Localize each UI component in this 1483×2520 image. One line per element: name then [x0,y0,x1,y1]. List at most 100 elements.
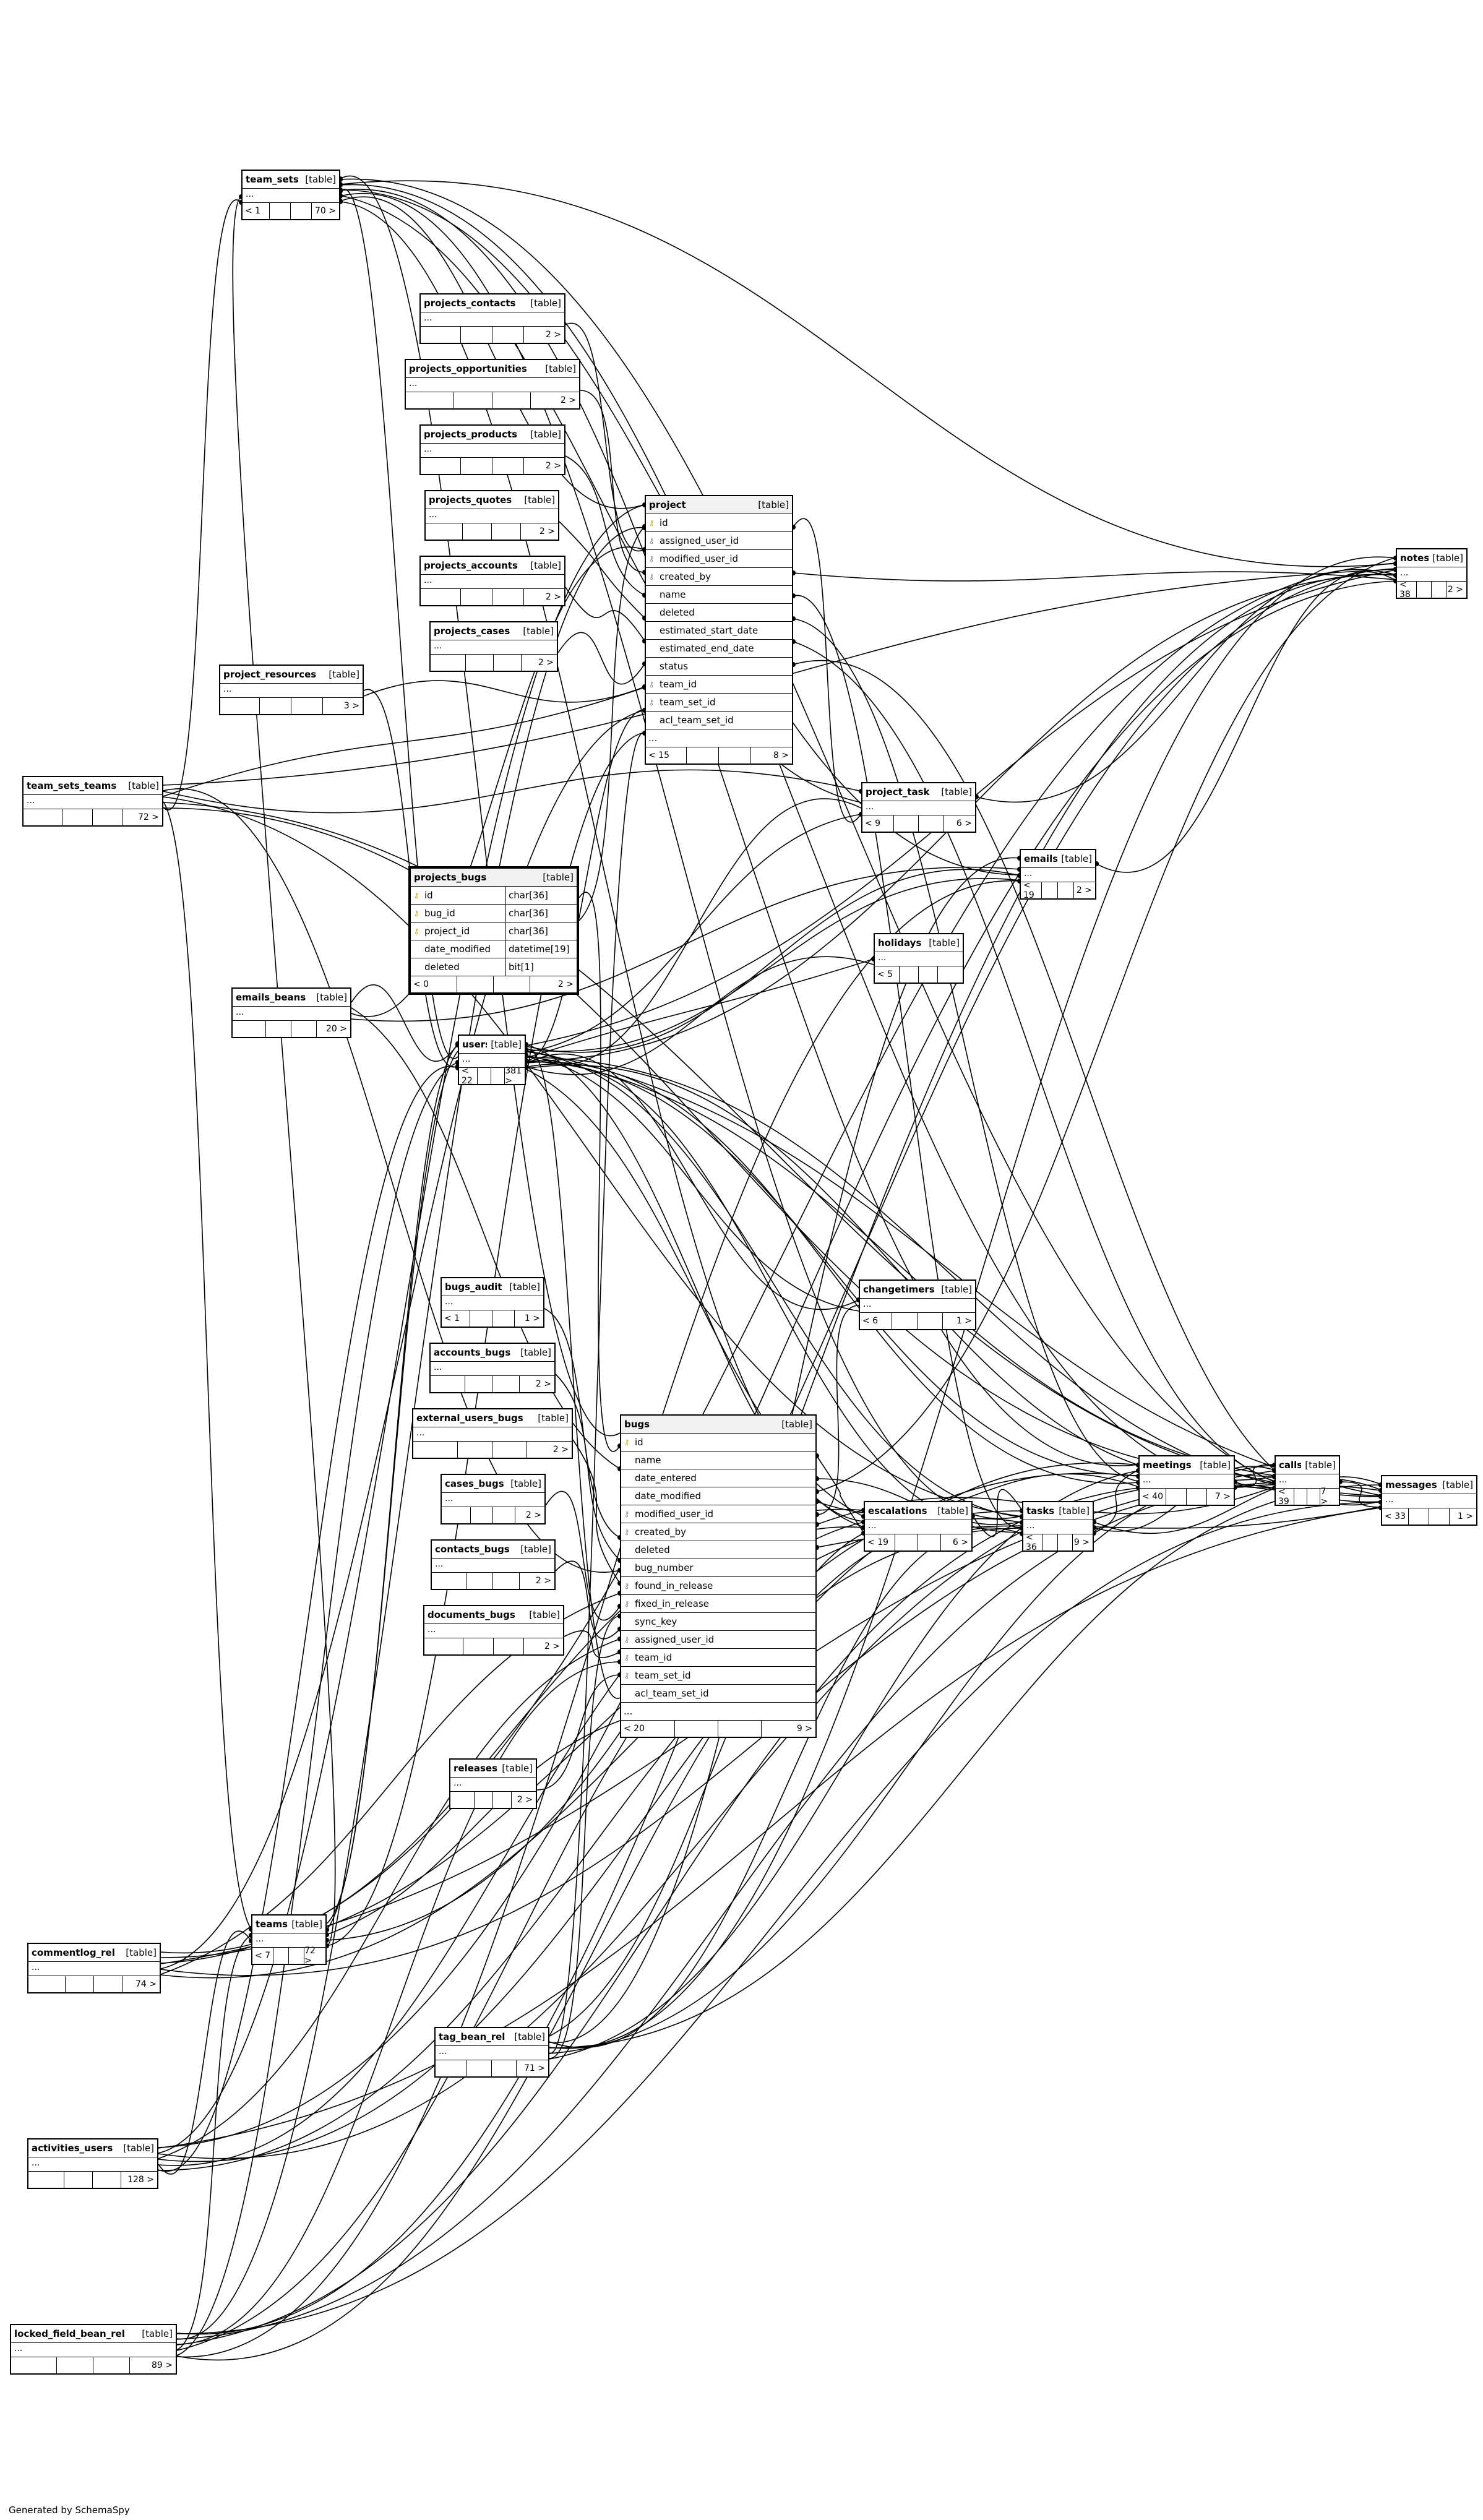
column-row[interactable]: ⚷modified_user_id [621,1505,815,1523]
children-count[interactable]: 74 > [135,1979,157,1989]
parents-count[interactable] [24,809,62,825]
column-name[interactable]: name [635,1455,661,1466]
parents-count[interactable] [426,523,463,540]
children-count[interactable]: 6 > [952,1537,968,1547]
parents-count[interactable]: < 9 [862,815,895,832]
column-row[interactable]: sync_key [621,1613,815,1631]
table-name[interactable]: contacts_bugs [435,1544,510,1555]
column-row[interactable]: bug_number [621,1559,815,1577]
children-count[interactable]: 381 > [505,1066,522,1086]
column-row[interactable]: ⚷team_id [621,1649,815,1667]
children-count[interactable]: 2 > [538,658,554,668]
parents-count[interactable] [28,2172,65,2188]
parents-count[interactable] [421,327,461,343]
children-count[interactable]: 2 > [552,1445,569,1455]
table-name[interactable]: escalations [868,1505,927,1516]
table-locked-field-bean-rel[interactable]: locked_field_bean_rel[table]...89 > [10,2324,177,2375]
column-name[interactable]: assigned_user_id [635,1634,715,1645]
parents-count[interactable]: < 33 [1382,1508,1409,1524]
children-count[interactable]: 128 > [127,2175,154,2185]
children-count[interactable]: 2 > [539,527,555,536]
table-name[interactable]: emails [1024,853,1058,864]
column-name[interactable]: deleted [660,607,695,618]
column-row[interactable]: acl_team_set_id [621,1685,815,1703]
table-name[interactable]: holidays [878,937,922,948]
column-name[interactable]: date_modified [635,1490,701,1502]
column-name[interactable]: deleted [635,1544,670,1555]
children-count[interactable]: 3 > [343,701,359,711]
children-count[interactable]: 2 > [535,1379,551,1389]
parents-count[interactable] [436,2060,468,2076]
column-name[interactable]: id [635,1437,643,1448]
column-name[interactable]: bug_id [424,908,455,919]
column-name[interactable]: date_modified [424,944,491,955]
column-row[interactable]: ⚷created_by [646,568,792,586]
parents-count[interactable] [28,1976,66,1992]
table-project[interactable]: project[table]⚷id⚷assigned_user_id⚷modif… [645,495,793,765]
table-projects-products[interactable]: projects_products[table]...2 > [419,424,565,475]
column-row[interactable]: ⚷team_set_id [621,1667,815,1685]
table-name[interactable]: calls [1279,1460,1302,1471]
table-name[interactable]: tag_bean_rel [439,2031,505,2042]
children-count[interactable]: 2 > [525,1510,541,1520]
column-row[interactable]: acl_team_set_id [646,712,792,729]
children-count[interactable]: 2 > [1076,885,1092,895]
children-count[interactable]: 89 > [152,2360,173,2370]
column-name[interactable]: sync_key [635,1616,677,1627]
table-contacts-bugs[interactable]: contacts_bugs[table]...2 > [431,1539,556,1590]
column-name[interactable]: team_id [635,1652,673,1663]
table-external-users-bugs[interactable]: external_users_bugs[table]...2 > [412,1408,573,1459]
children-count[interactable]: 2 > [1447,585,1463,595]
column-name[interactable]: date_entered [635,1473,697,1484]
column-name[interactable]: status [660,661,689,672]
parents-count[interactable]: < 5 [875,966,900,983]
table-name[interactable]: locked_field_bean_rel [14,2328,125,2339]
children-count[interactable]: 70 > [315,206,336,216]
column-row[interactable]: ⚷found_in_release [621,1577,815,1595]
column-row[interactable]: ⚷assigned_user_id [646,532,792,550]
column-row[interactable]: ⚷assigned_user_id [621,1631,815,1649]
children-count[interactable]: 2 > [545,461,561,471]
table-accounts-bugs[interactable]: accounts_bugs[table]...2 > [429,1343,556,1393]
column-row[interactable]: ⚷created_by [621,1523,815,1541]
table-activities-users[interactable]: activities_users[table]...128 > [27,2138,158,2189]
parents-count[interactable]: < 1 [243,203,270,219]
table-name[interactable]: meetings [1143,1460,1192,1471]
column-row[interactable]: name [646,586,792,604]
parents-count[interactable] [220,698,260,714]
parents-count[interactable]: < 19 [865,1534,895,1550]
table-team-sets-teams[interactable]: team_sets_teams[table]...72 > [22,776,163,827]
column-name[interactable]: estimated_end_date [660,643,754,654]
column-name[interactable]: id [660,517,668,528]
children-count[interactable]: 71 > [524,2063,545,2073]
column-name[interactable]: created_by [635,1526,687,1537]
children-count[interactable]: 2 > [544,1641,560,1651]
column-name[interactable]: modified_user_id [660,553,739,564]
children-count[interactable]: 2 > [545,592,561,602]
table-name[interactable]: project_task [866,786,930,798]
table-documents-bugs[interactable]: documents_bugs[table]...2 > [423,1605,564,1656]
table-name[interactable]: projects_contacts [424,298,516,309]
table-name[interactable]: teams [256,1919,288,1930]
column-name[interactable]: project_id [424,926,470,937]
children-count[interactable]: 9 > [796,1724,812,1734]
table-cases-bugs[interactable]: cases_bugs[table]...2 > [441,1474,546,1524]
table-projects-quotes[interactable]: projects_quotes[table]...2 > [424,490,559,541]
children-count[interactable]: 2 > [535,1576,551,1586]
table-emails-beans[interactable]: emails_beans[table]...20 > [231,987,351,1038]
table-name[interactable]: projects_cases [434,626,510,637]
